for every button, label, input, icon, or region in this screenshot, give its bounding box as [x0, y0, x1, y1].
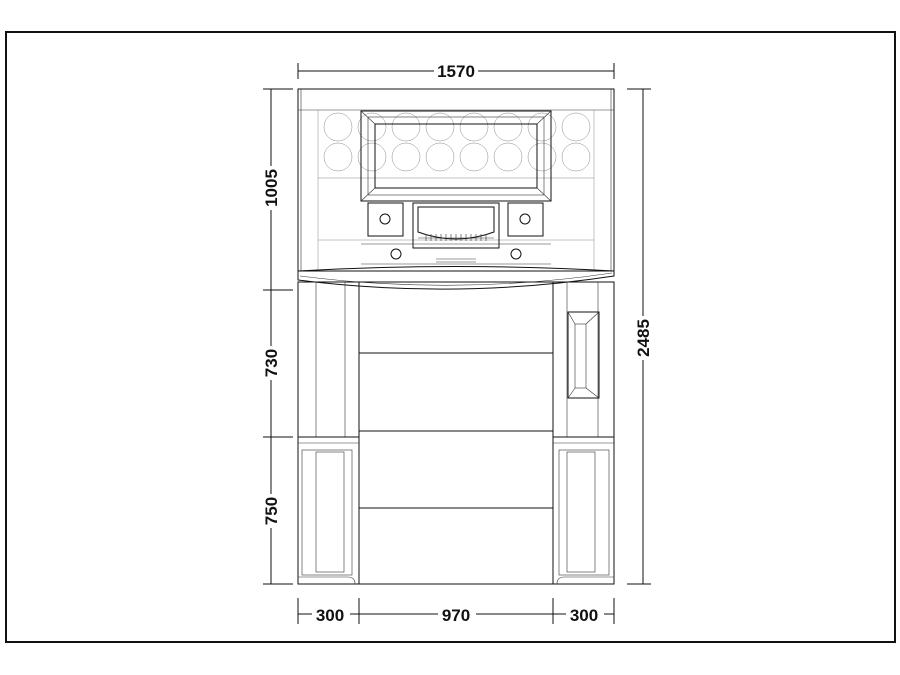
- bottle-slot: [391, 142, 421, 172]
- dim-center-width: 970: [442, 606, 470, 625]
- right-lower-cabinet: [552, 436, 615, 585]
- left-drawer-knob: [379, 213, 391, 225]
- hutch-outline: [297, 88, 615, 272]
- display-frame-outer: [360, 110, 552, 202]
- right-drawer-knob: [519, 213, 531, 225]
- bottle-slot: [493, 112, 523, 142]
- center-niche: [412, 202, 500, 249]
- bottle-slot: [459, 112, 489, 142]
- dimension-lines: [263, 63, 651, 624]
- right-hutch-knob: [510, 248, 522, 260]
- right-small-drawer: [507, 202, 544, 237]
- dim-middle-height: 730: [262, 349, 281, 377]
- drawing-frame: [5, 31, 896, 643]
- wine-rack: [323, 112, 591, 172]
- left-lower-cabinet: [297, 436, 360, 585]
- bottle-slot: [425, 142, 455, 172]
- bottle-slot: [527, 112, 557, 142]
- left-small-drawer: [367, 202, 404, 237]
- left-pillar: [297, 281, 360, 438]
- bottle-slot: [425, 112, 455, 142]
- dim-lower-height: 750: [262, 497, 281, 525]
- dim-left-width: 300: [316, 606, 344, 625]
- bottle-slot: [561, 112, 591, 142]
- bottle-slot: [527, 142, 557, 172]
- center-drawer-stack: [358, 281, 554, 585]
- countertop: [297, 266, 615, 290]
- bottle-slot: [493, 142, 523, 172]
- bottle-slot: [323, 142, 353, 172]
- bottle-slot: [391, 112, 421, 142]
- bottle-slot: [357, 112, 387, 142]
- cabinet: [297, 88, 615, 585]
- dim-overall-height: 2485: [634, 319, 653, 357]
- right-pillar: [552, 281, 615, 438]
- left-hutch-knob: [390, 248, 402, 260]
- bottle-slot: [561, 142, 591, 172]
- bottle-slot: [323, 112, 353, 142]
- bottle-slot: [459, 142, 489, 172]
- dim-overall-width: 1570: [437, 62, 475, 81]
- bottle-slot: [357, 142, 387, 172]
- dim-right-width: 300: [570, 606, 598, 625]
- dim-upper-height: 1005: [262, 169, 281, 207]
- bracket-ornament: [567, 311, 600, 399]
